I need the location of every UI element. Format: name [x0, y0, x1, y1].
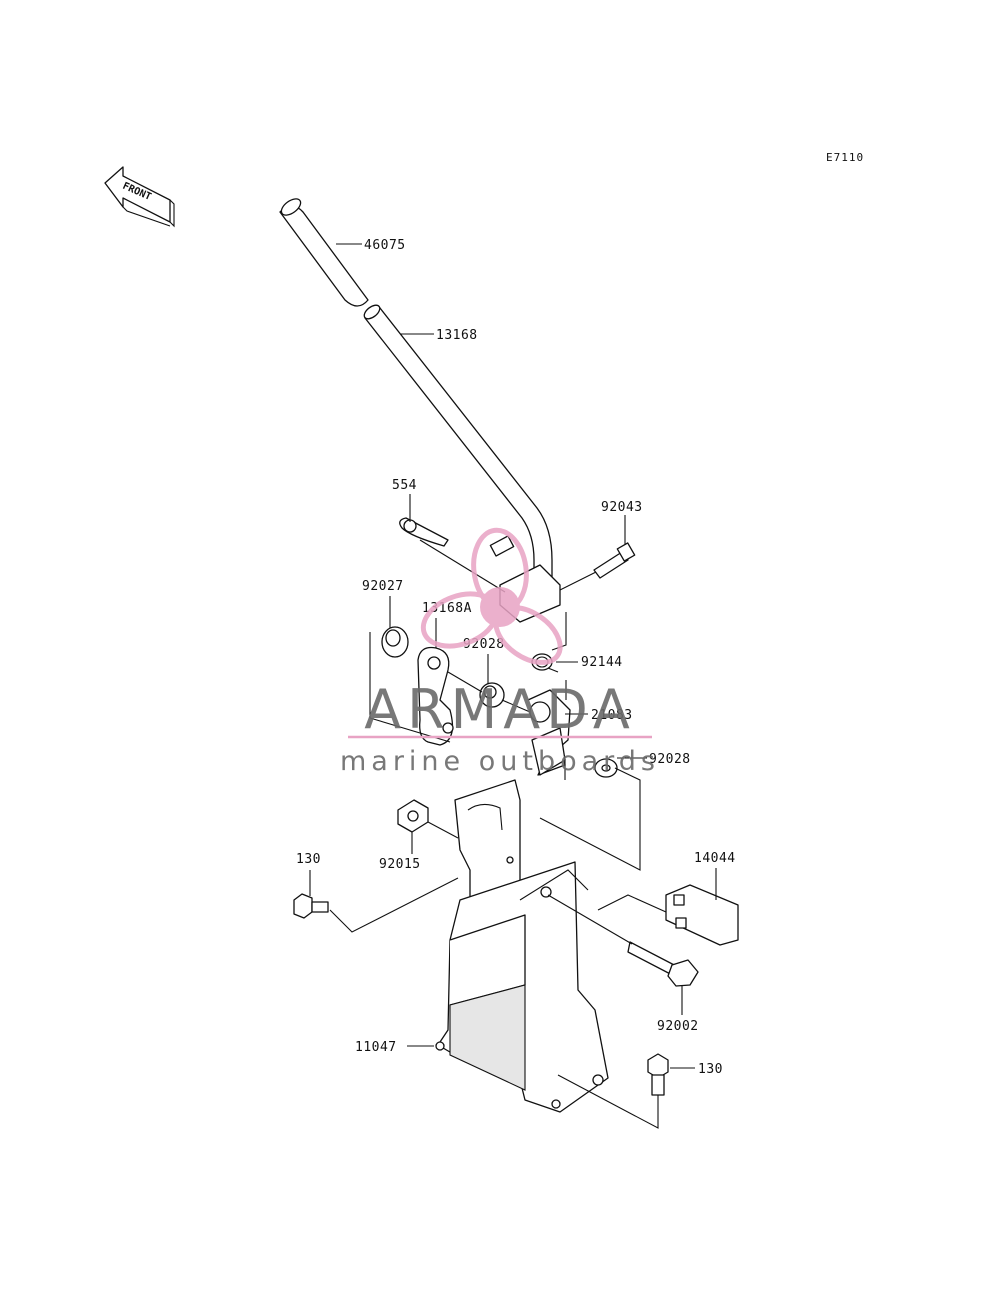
part-labels: 46075 13168 554 92043 92027 13168A 92028… — [296, 238, 736, 1077]
watermark-title: ARMADA — [364, 678, 636, 741]
front-arrow-icon: FRONT — [104, 166, 175, 228]
label-92043: 92043 — [601, 500, 643, 515]
diagram-code: E7110 — [826, 151, 864, 164]
label-92015: 92015 — [379, 857, 421, 872]
washer-92028-bottom — [594, 758, 618, 778]
label-13168: 13168 — [436, 328, 478, 343]
bracket-13168A — [417, 646, 454, 746]
bolt-92002 — [627, 941, 699, 987]
label-92002: 92002 — [657, 1019, 699, 1034]
propeller-logo-icon — [420, 527, 563, 665]
label-130-bottom: 130 — [698, 1062, 723, 1077]
bracket-11047 — [435, 861, 609, 1113]
bolt-130-left — [293, 893, 329, 919]
label-21083: 21083 — [591, 708, 633, 723]
label-46075: 46075 — [364, 238, 406, 253]
grip-46075 — [279, 198, 369, 307]
label-92028-bottom: 92028 — [649, 752, 691, 767]
label-130-left: 130 — [296, 852, 321, 867]
watermark-subtitle: marine outboards — [340, 746, 660, 777]
cable-holder-14044 — [665, 884, 739, 946]
cable-joint-21083 — [527, 689, 571, 776]
label-14044: 14044 — [694, 851, 736, 866]
label-92027: 92027 — [362, 579, 404, 594]
collar-92028-top — [479, 682, 505, 708]
bolt-130-bottom — [647, 1053, 669, 1096]
collar-92027 — [381, 626, 409, 658]
label-11047: 11047 — [355, 1040, 397, 1055]
leader-lines — [309, 243, 717, 1069]
label-92144: 92144 — [581, 655, 623, 670]
pin-92043 — [593, 542, 636, 579]
label-554: 554 — [392, 478, 417, 493]
assembly-lines — [329, 539, 667, 1129]
lever-13168 — [363, 304, 561, 623]
watermark: ARMADA marine outboards — [340, 527, 660, 777]
nut-92015 — [397, 799, 429, 833]
